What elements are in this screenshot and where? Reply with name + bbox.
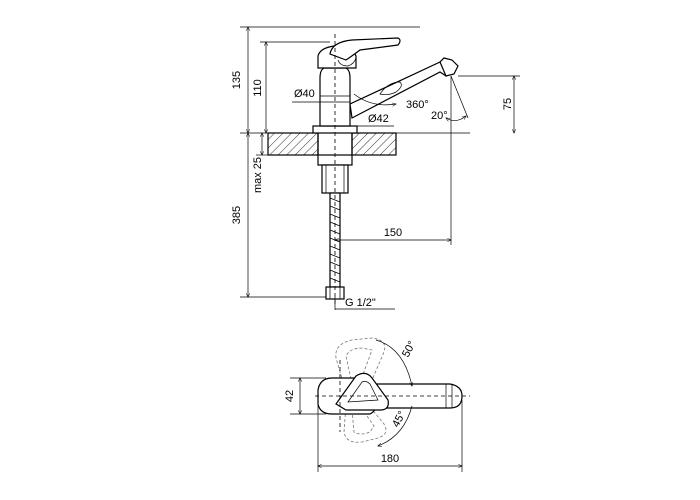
lever-ghost-bottom: [343, 401, 387, 443]
spout-aerator: [439, 57, 459, 77]
dim-plan-width: 42: [284, 390, 296, 402]
swivel-spout: [349, 57, 453, 119]
dim-plan-length: 180: [381, 453, 399, 465]
dim-counter-max: max 25: [252, 157, 264, 193]
lever-ghost-top: [335, 337, 386, 395]
dim-rotation: 360°: [406, 99, 429, 111]
dim-spout-angle: 20°: [431, 110, 448, 122]
dim-diameter-base: Ø42: [368, 113, 389, 125]
dim-spout-height: 75: [502, 98, 514, 110]
dim-lever-angle-bottom: 45°: [390, 409, 408, 429]
top-view: 50° 45° 42 180: [284, 337, 470, 472]
dim-thread: G 1/2": [345, 297, 376, 309]
dim-height-total: 135: [231, 71, 243, 89]
dim-lever-angle-top: 50°: [400, 339, 418, 359]
dim-height-body: 110: [252, 79, 264, 97]
counter-bore: [318, 133, 352, 155]
side-view: 135 110 Ø40 Ø42 360° 20° 75 max 25 385: [231, 27, 520, 310]
dim-diameter-body: Ø40: [294, 88, 315, 100]
dim-spout-reach: 150: [384, 227, 402, 239]
dim-hose-length: 385: [231, 206, 243, 224]
lever-handle: [329, 37, 401, 61]
